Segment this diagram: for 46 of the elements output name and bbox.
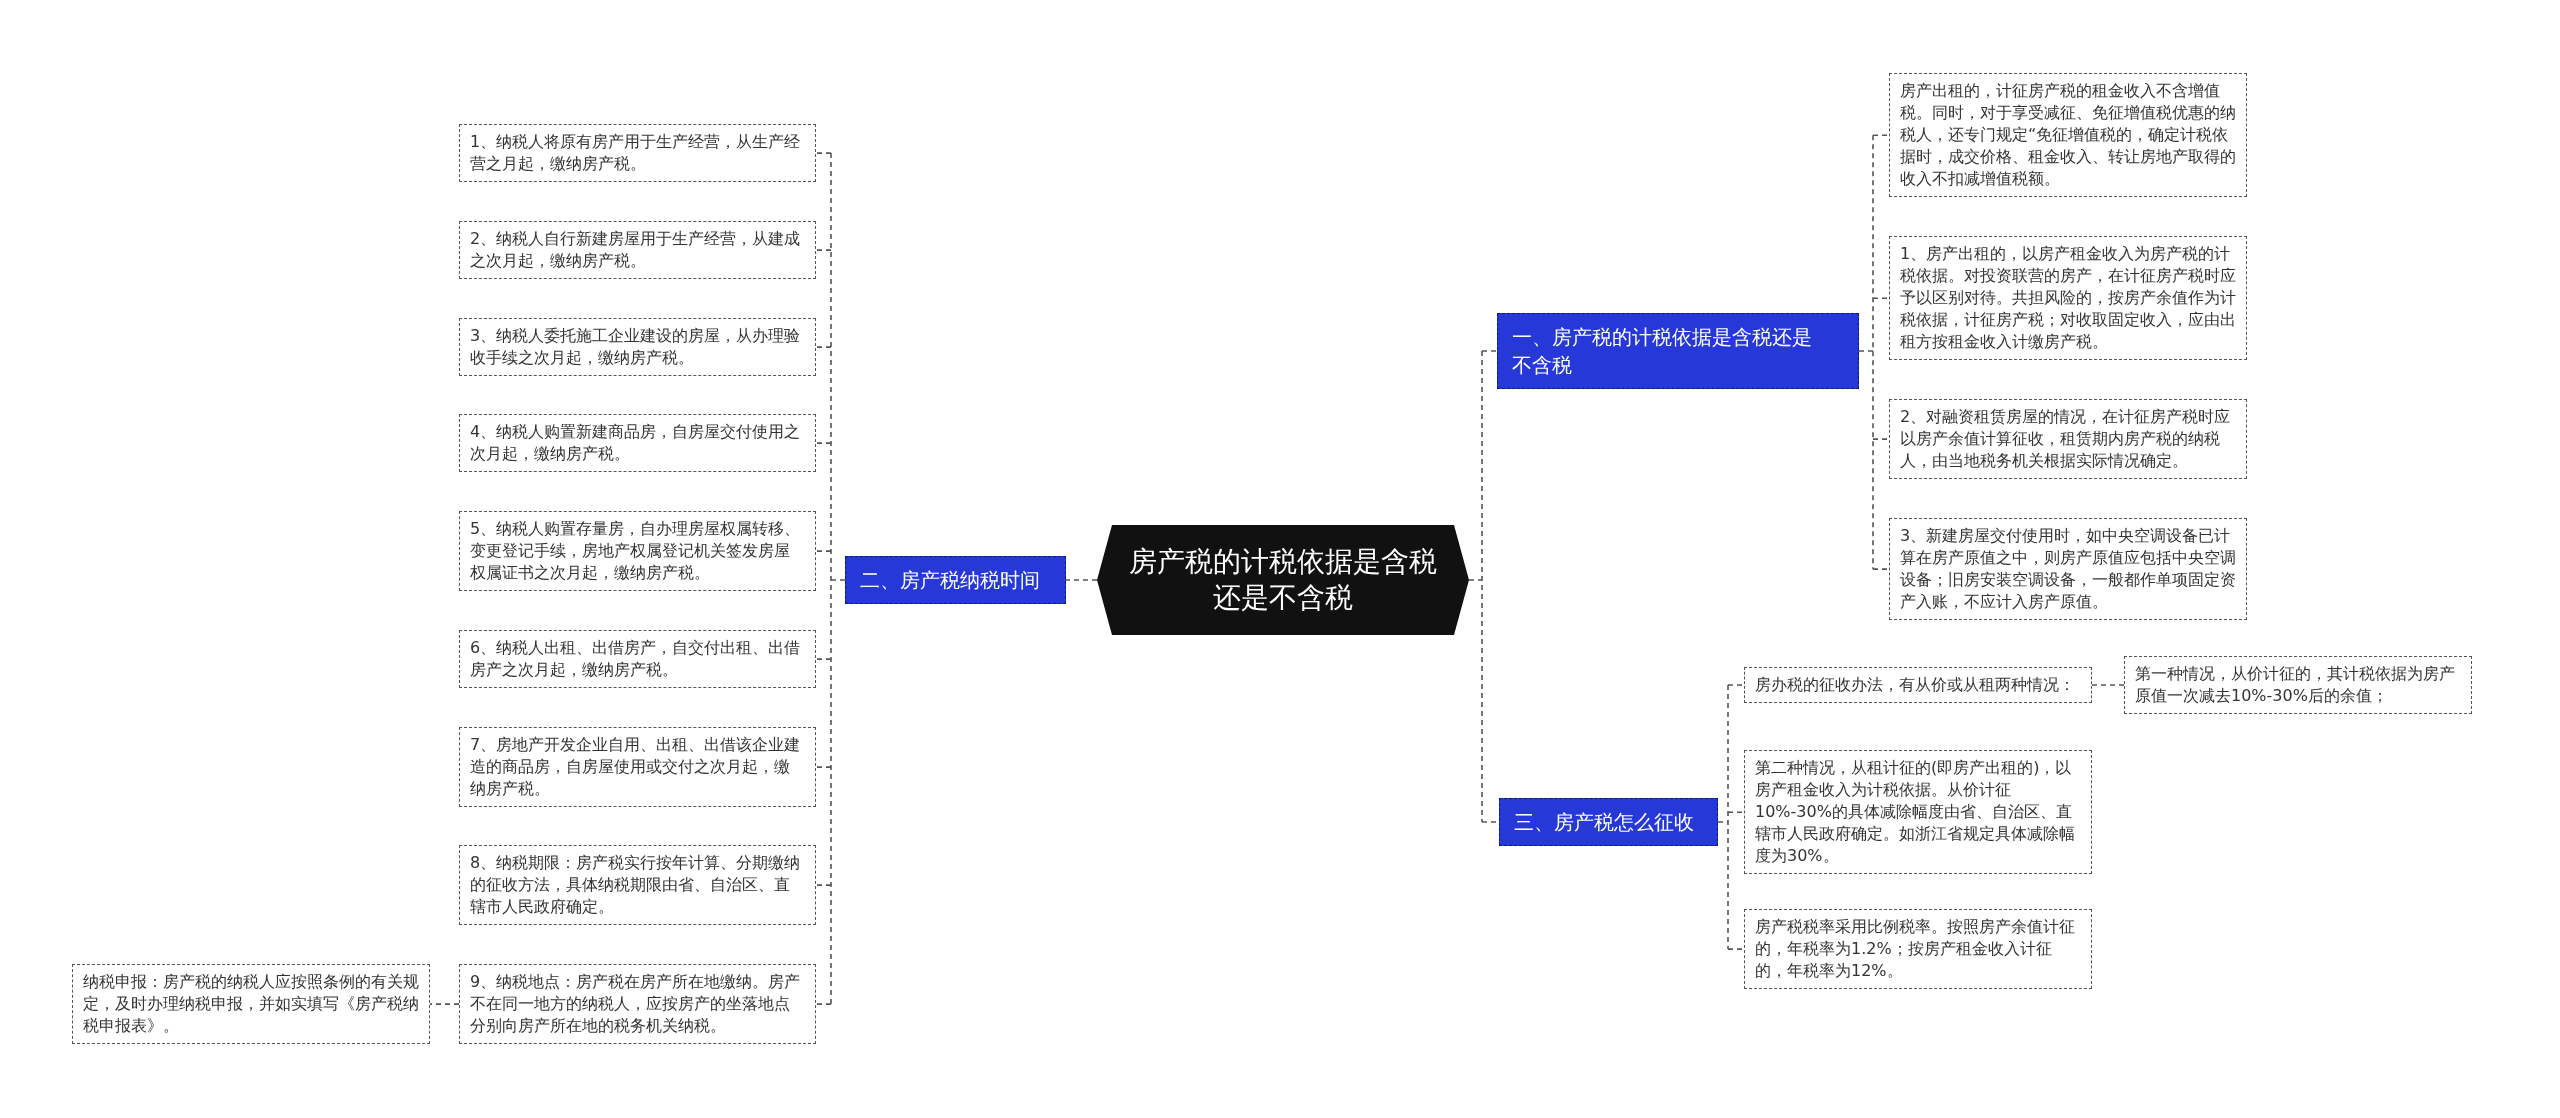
- note-box: 第二种情况，从租计征的(即房产出租的)，以房产租金收入为计税依据。从价计征10%-30%的具体减除幅度由省、自治区、直辖市人民政府确定。如浙江省规定具体减除幅度为30%。: [1744, 750, 2092, 875]
- connector-line: [815, 442, 832, 444]
- connector-line: [1858, 134, 1874, 570]
- topic-box: 三、房产税怎么征收: [1499, 798, 1718, 846]
- note-box: 3、新建房屋交付使用时，如中央空调设备已计算在房产原值之中，则房产原值应包括中央空调设备；旧房安装空调设备，一般都作单项固定资产入账，不应计入房产原值。: [1889, 518, 2247, 621]
- note-box: 房产出租的，计征房产税的租金收入不含增值税。同时，对于享受减征、免征增值税优惠的纳税人，还专门规定“免征增值税的，确定计税依据时，成交价格、租金收入、转让房地产取得的收入不扣减增值税额。: [1889, 73, 2247, 198]
- connector-line: [830, 152, 846, 1005]
- note-box: 1、纳税人将原有房产用于生产经营，从生产经营之月起，缴纳房产税。: [459, 124, 816, 183]
- connector-line: [815, 550, 832, 552]
- note-box: 9、纳税地点：房产税在房产所在地缴纳。房产不在同一地方的纳税人，应按房产的坐落地点分别向房产所在地的税务机关纳税。: [459, 964, 816, 1045]
- note-box: 纳税申报：房产税的纳税人应按照条例的有关规定，及时办理纳税申报，并如实填写《房产税纳税申报表》。: [72, 964, 430, 1045]
- connector-line: [1727, 684, 1745, 686]
- connector-line: [1872, 568, 1890, 570]
- note-box: 房产税税率采用比例税率。按照房产余值计征的，年税率为1.2%；按房产租金收入计征的，年税率为12%。: [1744, 909, 2092, 990]
- central-topic: 房产税的计税依据是含税还是不含税: [1097, 525, 1469, 635]
- connector-line: [1727, 948, 1745, 950]
- connector-line: [1872, 134, 1890, 136]
- connector-line: [1727, 811, 1745, 813]
- note-box: 2、纳税人自行新建房屋用于生产经营，从建成之次月起，缴纳房产税。: [459, 221, 816, 280]
- connector-line: [1872, 297, 1890, 299]
- connector-line: [815, 766, 832, 768]
- connector-line: [429, 1003, 460, 1005]
- note-box: 第一种情况，从价计征的，其计税依据为房产原值一次减去10%-30%后的余值；: [2124, 656, 2472, 715]
- connector-line: [815, 249, 832, 251]
- topic-box: 二、房产税纳税时间: [845, 556, 1066, 604]
- note-box: 3、纳税人委托施工企业建设的房屋，从办理验收手续之次月起，缴纳房产税。: [459, 318, 816, 377]
- topic-box: 一、房产税的计税依据是含税还是不含税: [1497, 313, 1859, 389]
- connector-line: [815, 884, 832, 886]
- note-box: 8、纳税期限：房产税实行按年计算、分期缴纳的征收方法，具体纳税期限由省、自治区、直辖市人民政府确定。: [459, 845, 816, 926]
- note-box: 5、纳税人购置存量房，自办理房屋权属转移、变更登记手续，房地产权属登记机关签发房屋权属证书之次月起，缴纳房产税。: [459, 511, 816, 592]
- note-box: 6、纳税人出租、出借房产，自交付出租、出借房产之次月起，缴纳房产税。: [459, 630, 816, 689]
- connector-line: [2091, 684, 2125, 686]
- connector-line: [1065, 579, 1098, 581]
- note-box: 7、房地产开发企业自用、出租、出借该企业建造的商品房，自房屋使用或交付之次月起，缴纳房产税。: [459, 727, 816, 808]
- note-box: 房办税的征收办法，有从价或从租两种情况：: [1744, 667, 2092, 704]
- connector-line: [815, 1003, 832, 1005]
- note-box: 1、房产出租的，以房产租金收入为房产税的计税依据。对投资联营的房产，在计征房产税时应予以区别对待。共担风险的，按房产余值作为计税依据，计征房产税；对收取固定收入，应由出租方按租金收入计缴房产税。: [1889, 236, 2247, 361]
- note-box: 2、对融资租赁房屋的情况，在计征房产税时应以房产余值计算征收，租赁期内房产税的纳税人，由当地税务机关根据实际情况确定。: [1889, 399, 2247, 480]
- connector-line: [815, 152, 832, 154]
- connector-line: [815, 346, 832, 348]
- connector-line: [815, 658, 832, 660]
- connector-line: [1717, 684, 1729, 950]
- connector-line: [1872, 438, 1890, 440]
- note-box: 4、纳税人购置新建商品房，自房屋交付使用之次月起，缴纳房产税。: [459, 414, 816, 473]
- connector-line: [1468, 350, 1483, 823]
- connector-line: [1481, 350, 1498, 352]
